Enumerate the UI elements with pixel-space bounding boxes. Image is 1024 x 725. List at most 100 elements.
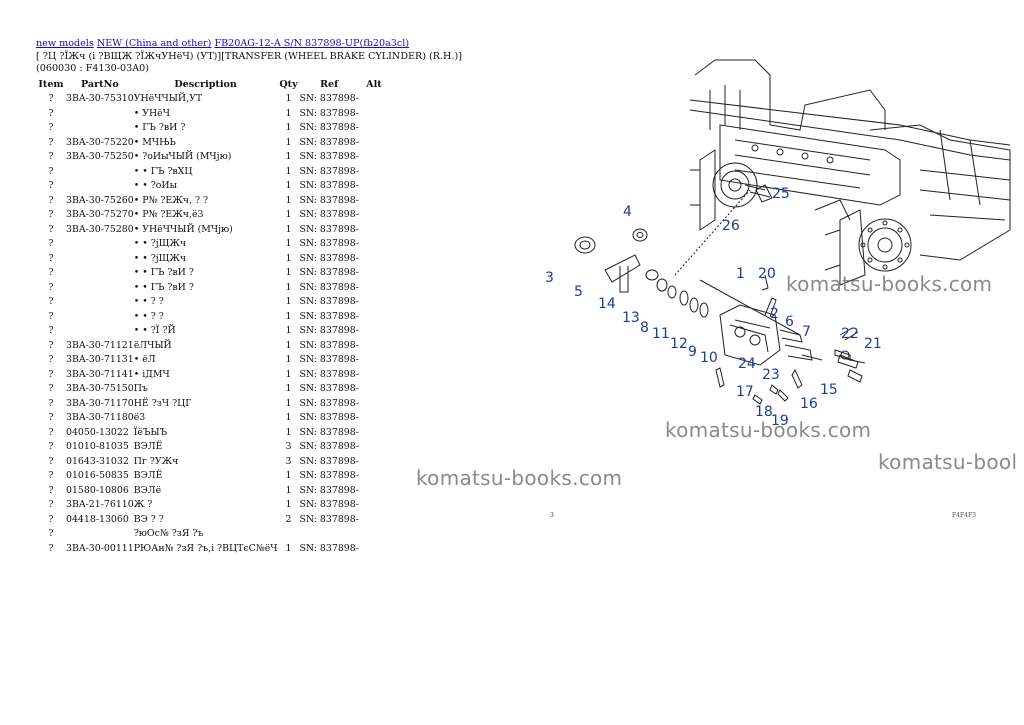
alt-cell bbox=[359, 237, 389, 252]
qty-cell: 1 bbox=[285, 180, 292, 192]
partno-cell: 3BA-30-71121 bbox=[66, 339, 134, 351]
item-cell: ? bbox=[48, 252, 54, 264]
qty-cell: 1 bbox=[285, 296, 292, 308]
callout-20: 20 bbox=[758, 266, 776, 282]
qty-cell: 1 bbox=[285, 165, 292, 177]
item-cell: ? bbox=[48, 296, 54, 308]
callout-6: 6 bbox=[785, 314, 794, 330]
watermark-4: komatsu-books.com bbox=[416, 466, 623, 490]
alt-cell bbox=[359, 527, 389, 542]
alt-cell bbox=[359, 295, 389, 310]
partno-cell bbox=[66, 252, 134, 267]
callout-9: 9 bbox=[688, 344, 697, 360]
parts-table: Item PartNo Description Qty Ref Alt ?3BA… bbox=[36, 77, 389, 556]
watermark-2: komatsu-books.com bbox=[665, 418, 872, 442]
description-cell: Ж ? bbox=[133, 499, 153, 511]
ref-cell: SN: 837898- bbox=[299, 339, 359, 351]
col-ref-header: Ref bbox=[320, 78, 339, 90]
description-cell: УНёЧЧЫЙ,УТ bbox=[133, 93, 203, 105]
watermark-1: komatsu-books.com bbox=[786, 272, 993, 296]
partno-cell bbox=[66, 310, 134, 325]
partno-cell: 3BA-30-71131 bbox=[66, 354, 134, 366]
partno-cell: 3BA-30-75310 bbox=[66, 93, 134, 105]
description-cell: ё3 bbox=[133, 412, 146, 424]
partno-cell: 3BA-30-75270 bbox=[66, 209, 134, 221]
description-cell: • іДМЧ bbox=[133, 368, 170, 380]
callout-18: 18 bbox=[755, 404, 773, 420]
item-cell: ? bbox=[48, 223, 54, 235]
description-cell: • • ГЪ ?вХЦ bbox=[133, 165, 193, 177]
partno-cell: 3BA-30-71170 bbox=[66, 397, 134, 409]
alt-cell bbox=[359, 455, 389, 470]
item-cell: ? bbox=[48, 412, 54, 424]
partno-cell bbox=[66, 165, 134, 180]
qty-cell: 1 bbox=[285, 368, 292, 380]
callout-19: 19 bbox=[771, 413, 789, 429]
qty-cell: 1 bbox=[285, 310, 292, 322]
description-cell: РЮАн№ ?зЯ ?ъ,i ?ВЦТєС№ёЧ bbox=[133, 542, 278, 554]
partno-cell bbox=[66, 527, 134, 542]
description-cell: • ёЛ bbox=[133, 354, 156, 366]
page-title: [ ?Ц ?ЇЖч (i ?ВЩЖ ?ЇЖчУНёЧ) (УТ)][TRANSF… bbox=[36, 51, 462, 74]
alt-cell bbox=[359, 484, 389, 499]
qty-cell: 1 bbox=[285, 194, 292, 206]
description-cell: • УНёЧЧЫЙ (МЧјю) bbox=[133, 223, 233, 235]
item-cell: ? bbox=[48, 470, 54, 482]
breadcrumb-model-link[interactable]: FB20AG-12-A S/N 837898-UP(fb20a3cl) bbox=[214, 38, 410, 49]
item-cell: ? bbox=[48, 339, 54, 351]
qty-cell: 1 bbox=[285, 383, 292, 395]
ref-cell: SN: 837898- bbox=[299, 267, 359, 279]
alt-cell bbox=[359, 397, 389, 412]
ref-cell: SN: 837898- bbox=[299, 397, 359, 409]
item-cell: ? bbox=[48, 180, 54, 192]
qty-cell: 3 bbox=[285, 455, 292, 467]
ref-cell bbox=[300, 527, 359, 542]
partno-cell bbox=[66, 324, 134, 339]
partno-cell bbox=[66, 121, 134, 136]
item-cell: ? bbox=[48, 542, 54, 554]
axle-assembly-drawing bbox=[574, 59, 1011, 405]
description-cell: ВЭЛё bbox=[133, 484, 162, 496]
qty-cell: 1 bbox=[285, 397, 292, 409]
item-cell: ? bbox=[48, 354, 54, 366]
ref-cell: SN: 837898- bbox=[299, 238, 359, 250]
description-cell: • • ? ? bbox=[133, 310, 164, 322]
partno-cell: 3BA-30-71141 bbox=[66, 368, 134, 380]
ref-cell: SN: 837898- bbox=[299, 368, 359, 380]
table-row: ??юОс№ ?зЯ ?ъ bbox=[36, 527, 389, 542]
ref-cell: SN: 837898- bbox=[299, 194, 359, 206]
alt-cell bbox=[359, 368, 389, 383]
partno-cell bbox=[66, 237, 134, 252]
qty-cell: 1 bbox=[285, 252, 292, 264]
alt-cell bbox=[359, 194, 389, 209]
alt-cell bbox=[359, 107, 389, 122]
ref-cell: SN: 837898- bbox=[299, 107, 359, 119]
qty-cell: 1 bbox=[285, 281, 292, 293]
alt-cell bbox=[359, 266, 389, 281]
description-cell: • УНёЧ bbox=[133, 107, 170, 119]
description-cell: Пг ?УЖч bbox=[133, 455, 179, 467]
alt-cell bbox=[359, 281, 389, 296]
alt-cell bbox=[359, 339, 389, 354]
breadcrumb-new-models-link[interactable]: new models bbox=[36, 38, 94, 49]
partno-cell: 3BA-30-75260 bbox=[66, 194, 134, 206]
alt-cell bbox=[359, 382, 389, 397]
qty-cell: 1 bbox=[285, 151, 292, 163]
item-cell: ? bbox=[48, 397, 54, 409]
ref-cell: SN: 837898- bbox=[299, 122, 359, 134]
qty-cell: 1 bbox=[285, 484, 292, 496]
breadcrumb-region-link[interactable]: NEW (China and other) bbox=[96, 38, 212, 49]
qty-cell: 1 bbox=[285, 122, 292, 134]
partno-cell: 04050-13022 bbox=[66, 426, 129, 438]
alt-cell bbox=[359, 310, 389, 325]
alt-cell bbox=[359, 208, 389, 223]
